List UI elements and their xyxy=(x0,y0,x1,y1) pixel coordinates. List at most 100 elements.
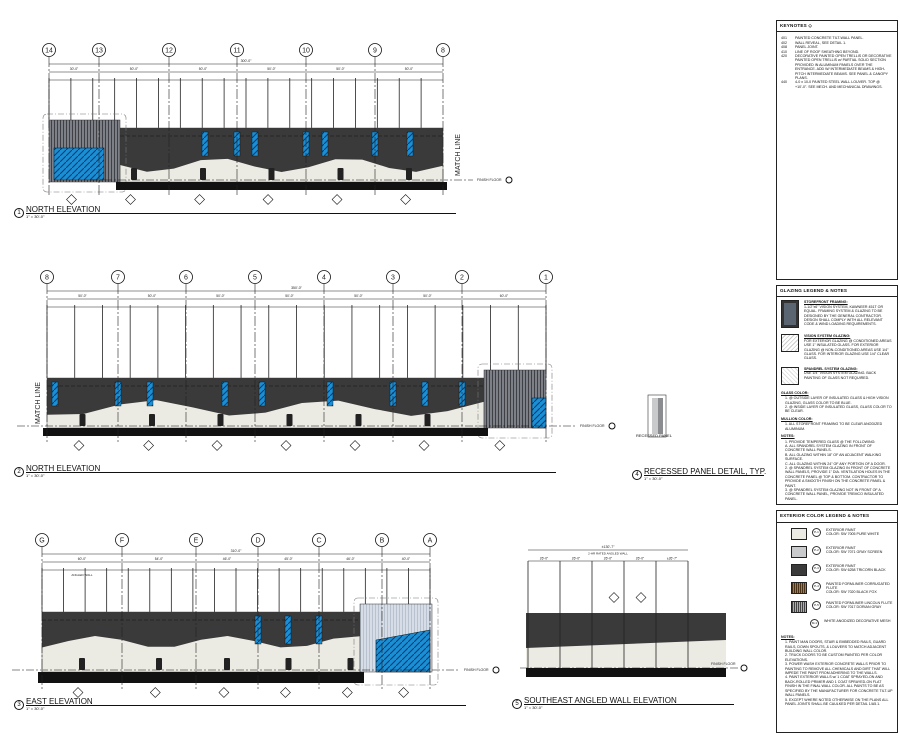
grid-label: 1 xyxy=(544,275,548,282)
keynote-tag-icon xyxy=(262,194,274,205)
clerestory-window xyxy=(146,381,154,407)
level-marker-icon xyxy=(740,664,748,672)
grid-label: 6 xyxy=(184,275,188,282)
recessed-panel-label: RECESSED PANEL xyxy=(636,433,672,438)
keynote-tag-icon xyxy=(280,687,291,698)
title-underline xyxy=(26,213,456,214)
grid-bubble xyxy=(162,43,176,57)
color-legend-text: WHITE ANODIZED DECORATIVE MESH xyxy=(824,619,890,623)
enlarged-area-outline xyxy=(353,597,439,686)
drawing-title: RECESSED PANEL DETAIL, TYP. xyxy=(644,467,767,476)
note-line: 1. PAINT MAN DOORS, STAIR & EMBEDDED RAI… xyxy=(785,640,887,654)
bay-dimension: 50'-0" xyxy=(130,67,139,71)
keynote-tag-icon xyxy=(349,440,361,451)
glazing-legend-item: STOREFRONT FRAMING:1-1/2"x6" VISION SYST… xyxy=(777,297,897,331)
drawing-title: SOUTHEAST ANGLED WALL ELEVATION xyxy=(524,696,677,705)
elevation-5: ±130'-7"2-HR RATED ANGLED WALL26'-0"26'-… xyxy=(520,545,748,677)
clerestory-window xyxy=(258,381,266,407)
title-underline xyxy=(26,472,556,473)
glazing-legend-panel: GLAZING LEGEND & NOTES STOREFRONT FRAMIN… xyxy=(776,285,898,506)
glazing-legend: STOREFRONT FRAMING:1-1/2"x6" VISION SYST… xyxy=(777,297,897,387)
grid-label: 8 xyxy=(45,275,49,282)
grid-bubble xyxy=(42,43,56,57)
note-line: C. ALL GLAZING WITHIN 24" OF ANY PORTION… xyxy=(785,461,886,466)
grid-label: E xyxy=(194,538,199,545)
keynote-code: 408 xyxy=(781,45,787,50)
grid-bubble xyxy=(251,533,265,547)
man-door xyxy=(79,658,85,670)
grid-bubble xyxy=(386,270,400,284)
clerestory-window xyxy=(251,131,259,157)
grid-label: D xyxy=(255,538,260,545)
title-underline xyxy=(644,475,764,476)
color-desc: COLOR: SW 7071 GRAY SCREEN xyxy=(826,550,883,554)
grid-bubble xyxy=(455,270,469,284)
bay-dimension: 50'-0" xyxy=(267,67,276,71)
bay-dimension: 46'-0" xyxy=(223,557,232,561)
dark-paint-band xyxy=(42,612,360,648)
grid-bubble xyxy=(312,533,326,547)
color-tag: P-4 xyxy=(812,581,821,591)
keynote-code: 410 xyxy=(781,49,787,54)
grid-bubble xyxy=(317,270,331,284)
bay-dimension: 50'-0" xyxy=(199,67,208,71)
clerestory-window xyxy=(51,381,59,407)
match-line-label: MATCH LINE xyxy=(455,134,462,176)
overall-dimension: 310'-0" xyxy=(231,549,243,553)
grid-label: 5 xyxy=(253,275,257,282)
color-heading: EXTERIOR PAINT xyxy=(826,545,856,550)
drawing-scale: 1" = 30'-0" xyxy=(524,705,543,710)
grid-label: A xyxy=(428,538,433,545)
note-line: 2. TRUCK DOORS TO BE CUSTOM PAINTED PER … xyxy=(785,653,883,662)
note-line: 5. EXCEPT WHERE NOTED OTHERWISE ON THE P… xyxy=(785,697,889,706)
keynote-text: DECORATIVE PAINTED OPEN TRELLIS OR DECOR… xyxy=(795,54,892,81)
enlarged-area-outline xyxy=(477,363,553,439)
grid-label: 10 xyxy=(302,48,310,55)
legend-desc: USE 1/4" VISION SYSTEM GLAZING. BACK PAI… xyxy=(804,371,877,380)
man-door xyxy=(131,168,137,180)
clerestory-window xyxy=(201,131,209,157)
color-legend-title: EXTERIOR COLOR LEGEND & NOTES xyxy=(777,511,897,523)
overall-dimension: ±130'-7" xyxy=(602,545,616,549)
bay-dimension: 54'-0" xyxy=(155,557,164,561)
dark-paint-band xyxy=(526,613,726,648)
keynote-tag-icon xyxy=(194,194,205,205)
grid-label: G xyxy=(39,538,44,545)
color-swatch xyxy=(791,545,807,558)
keynote-tag-icon xyxy=(143,440,154,451)
grid-bubble xyxy=(189,533,203,547)
keynote-code: 402 xyxy=(781,40,787,45)
color-swatch xyxy=(791,581,807,594)
glass-color-notes: 1. @ OUTSIDE LAYER OF INSULATED GLASS & … xyxy=(777,396,897,414)
drawing-title: NORTH ELEVATION xyxy=(26,205,101,214)
color-notes-heading: NOTES: xyxy=(781,634,795,639)
man-door xyxy=(200,168,206,180)
color-desc: COLOR: SW 6258 TRICORN BLACK xyxy=(826,568,886,572)
recessed-panel-detail xyxy=(647,394,667,438)
note-line: 1. @ OUTSIDE LAYER OF INSULATED GLASS & … xyxy=(785,396,889,405)
grid-label: 9 xyxy=(373,48,377,55)
clerestory-window xyxy=(284,615,292,645)
foundation-base xyxy=(38,672,364,683)
glazing-legend-item: VISION SYSTEM GLAZING:FOR EXTERIOR GLAZI… xyxy=(777,331,897,363)
drawing-number: 4 xyxy=(632,470,642,480)
color-tag: P-2 xyxy=(812,545,821,555)
man-door xyxy=(406,168,412,180)
keynotes-heading: KEYNOTES xyxy=(780,23,807,28)
glazing-notes: 1. PROVIDE TEMPERED GLASS @ THE FOLLOWIN… xyxy=(777,440,897,502)
drawing-scale: 1" = 30'-0" xyxy=(26,473,45,478)
color-desc: COLOR: SW 7005 PURE WHITE xyxy=(826,532,880,536)
man-door xyxy=(337,168,344,180)
grid-bubble xyxy=(375,533,389,547)
color-tag: P-1 xyxy=(812,527,821,537)
keynote-tag-icon xyxy=(66,194,77,205)
keynote-tag-icon xyxy=(72,687,84,698)
